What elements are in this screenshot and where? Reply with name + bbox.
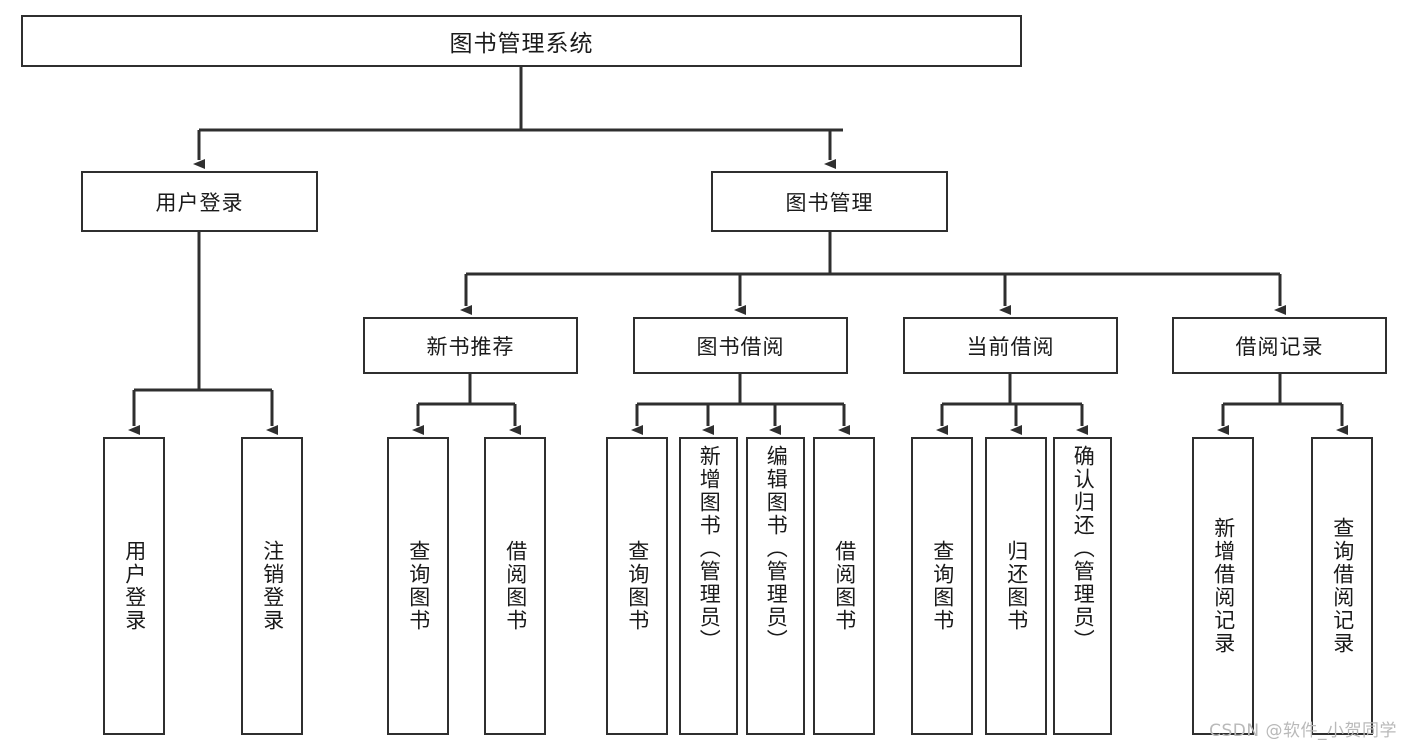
node-label: 图书借阅 (696, 334, 785, 359)
edge-group-book-manage (460, 232, 1286, 315)
node-leaf-query-book-3[interactable]: 查询图书 (911, 437, 973, 735)
node-label: 当前借阅 (966, 334, 1055, 359)
node-label: 查询借阅记录 (1330, 517, 1355, 655)
node-new-book-rec[interactable]: 新书推荐 (363, 317, 578, 374)
edge-group-book-borrow (631, 374, 850, 435)
node-book-borrow[interactable]: 图书借阅 (633, 317, 848, 374)
node-book-manage[interactable]: 图书管理 (711, 171, 948, 232)
node-label: 用户登录 (155, 190, 244, 215)
edge-group-root (193, 67, 843, 169)
node-label: 借阅图书 (832, 540, 857, 632)
node-label: 借阅图书 (503, 540, 528, 632)
edge-group-current-borrow (936, 374, 1088, 435)
edge-group-borrow-record (1217, 374, 1348, 435)
node-label: 新增图书（管理员） (697, 445, 722, 652)
node-leaf-user-login[interactable]: 用户登录 (103, 437, 165, 735)
node-leaf-edit-book[interactable]: 编辑图书（管理员） (746, 437, 805, 735)
node-label: 新增借阅记录 (1211, 517, 1236, 655)
node-label: 注销登录 (260, 540, 285, 632)
node-label: 用户登录 (122, 540, 147, 632)
node-label: 归还图书 (1004, 540, 1029, 632)
node-leaf-add-record[interactable]: 新增借阅记录 (1192, 437, 1254, 735)
node-label: 查询图书 (930, 540, 955, 632)
node-label: 确认归还（管理员） (1071, 445, 1096, 652)
watermark: CSDN @软件_小贺同学 (1209, 721, 1397, 741)
node-leaf-query-book-2[interactable]: 查询图书 (606, 437, 668, 735)
node-leaf-query-record[interactable]: 查询借阅记录 (1311, 437, 1373, 735)
node-user-login[interactable]: 用户登录 (81, 171, 318, 232)
node-borrow-record[interactable]: 借阅记录 (1172, 317, 1387, 374)
node-leaf-add-book[interactable]: 新增图书（管理员） (679, 437, 738, 735)
node-label: 查询图书 (625, 540, 650, 632)
node-label: 新书推荐 (426, 334, 515, 359)
node-label: 借阅记录 (1235, 334, 1324, 359)
node-leaf-query-book-1[interactable]: 查询图书 (387, 437, 449, 735)
node-leaf-user-logout[interactable]: 注销登录 (241, 437, 303, 735)
node-label: 图书管理 (785, 190, 874, 215)
node-label: 编辑图书（管理员） (764, 445, 789, 652)
edge-group-user-login (128, 232, 278, 435)
node-root[interactable]: 图书管理系统 (21, 15, 1022, 67)
node-leaf-confirm-return[interactable]: 确认归还（管理员） (1053, 437, 1112, 735)
node-leaf-borrow-book-1[interactable]: 借阅图书 (484, 437, 546, 735)
node-leaf-return-book[interactable]: 归还图书 (985, 437, 1047, 735)
node-leaf-borrow-book-2[interactable]: 借阅图书 (813, 437, 875, 735)
node-current-borrow[interactable]: 当前借阅 (903, 317, 1118, 374)
node-label: 图书管理系统 (449, 31, 594, 57)
node-label: 查询图书 (406, 540, 431, 632)
edge-group-new-book-rec (412, 374, 521, 435)
